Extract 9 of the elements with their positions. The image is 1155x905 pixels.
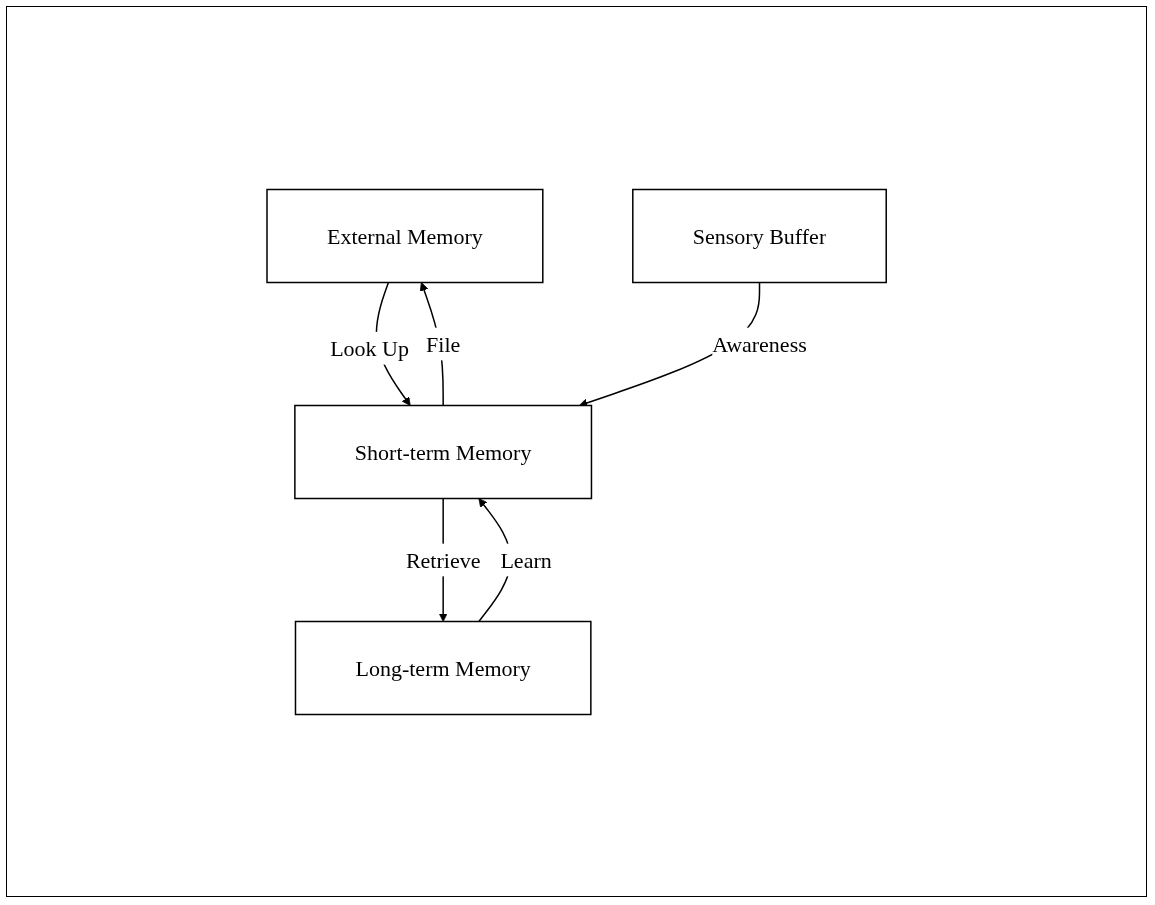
edge-label: Retrieve (405, 547, 481, 572)
node-box: Short-term Memory (294, 404, 593, 499)
node-box: External Memory (266, 188, 544, 283)
node-box: Long-term Memory (294, 620, 592, 715)
edge-label: Look Up (330, 335, 409, 361)
edge-label: Awareness (712, 331, 807, 356)
edge-label: File (425, 331, 461, 356)
node-box: Sensory Buffer (631, 188, 887, 283)
edge-label: Learn (500, 547, 552, 572)
